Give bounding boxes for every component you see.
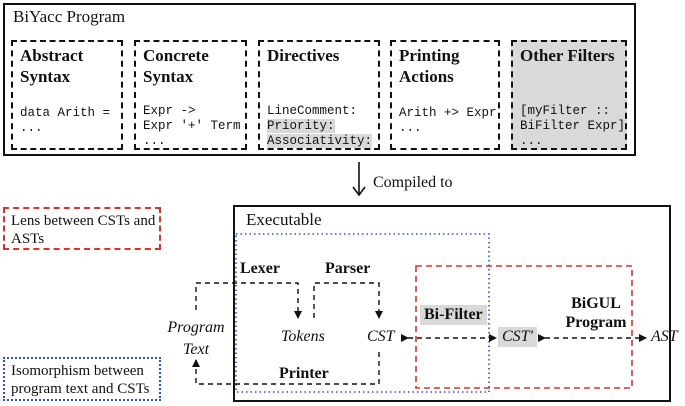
printing-actions-title: Printing Actions: [399, 46, 460, 86]
bifilter-label: Bi-Filter: [420, 305, 487, 325]
biyacc-program-frame: [3, 3, 636, 156]
other-filters-title: Other Filters: [520, 46, 615, 65]
parser-arrow: [313, 282, 383, 319]
parser-label: Parser: [325, 260, 371, 277]
printing-actions-code: Arith +> Expr...: [399, 106, 497, 135]
abstract-syntax-box: Abstract Syntax data Arith =...: [11, 40, 123, 150]
compiled-arrow: [352, 162, 366, 197]
ast-node: AST: [651, 328, 678, 345]
printer-label: Printer: [279, 365, 329, 382]
printing-actions-box: Printing Actions Arith +> Expr...: [390, 40, 500, 150]
bigul-label: BiGUL Program: [565, 295, 627, 331]
directives-code: LineComment:Priority:Associativity:: [267, 104, 373, 148]
executable-frame: [233, 205, 671, 402]
printer-arrow: [192, 352, 380, 385]
executable-title: Executable: [246, 210, 322, 229]
lexer-label: Lexer: [240, 260, 280, 277]
lexer-arrow: [195, 282, 302, 319]
isomorphism-legend-text: Isomorphism between program text and CST…: [11, 363, 150, 397]
concrete-syntax-title: Concrete Syntax: [143, 46, 209, 86]
abstract-syntax-code: data Arith =...: [20, 106, 111, 135]
concrete-syntax-box: Concrete Syntax Expr ->Expr '+' Term...: [134, 40, 247, 150]
directives-box: Directives LineComment:Priority:Associat…: [258, 40, 380, 150]
lens-legend: Lens between CSTs and ASTs: [3, 207, 161, 250]
tokens-node: Tokens: [281, 328, 325, 345]
isomorphism-region: [235, 233, 490, 393]
cst-node: CST: [367, 328, 395, 345]
lens-legend-text: Lens between CSTs and ASTs: [11, 213, 156, 247]
program-text-node: Program Text: [167, 319, 225, 358]
lens-region: [415, 265, 633, 389]
cst-prime-node: CST′: [498, 327, 538, 347]
directives-title: Directives: [267, 46, 340, 65]
abstract-syntax-title: Abstract Syntax: [20, 46, 84, 86]
other-filters-code: [myFilter ::BiFilter Expr]...: [520, 104, 626, 148]
isomorphism-legend: Isomorphism between program text and CST…: [3, 357, 161, 401]
compiled-to-label: Compiled to: [373, 174, 453, 191]
other-filters-box: Other Filters [myFilter ::BiFilter Expr]…: [511, 40, 627, 150]
biyacc-program-title: BiYacc Program: [13, 7, 126, 26]
concrete-syntax-code: Expr ->Expr '+' Term...: [143, 104, 241, 148]
